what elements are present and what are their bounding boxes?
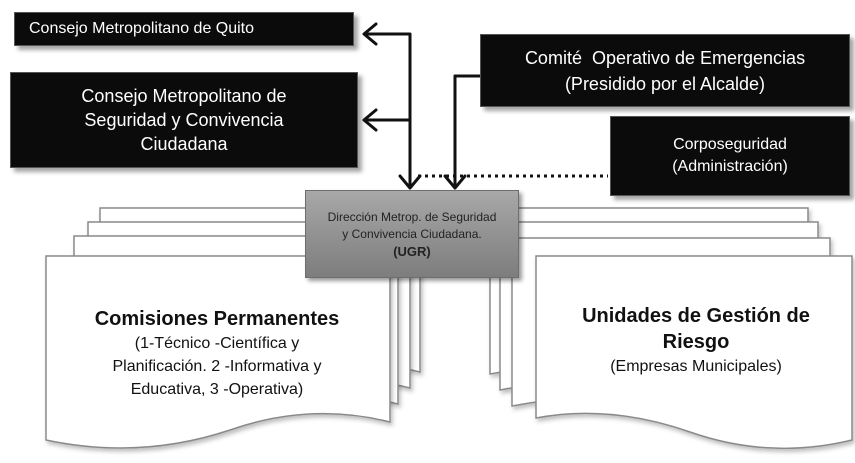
left-document-line2: Planificación. 2 -Informativa y [112,358,322,375]
right-document-title-line2: Riesgo [662,331,730,353]
right-document-title-line1: Unidades de Gestión de [582,305,810,327]
right-document-subtitle: (Empresas Municipales) [610,358,782,375]
center-line2: y Convivencia Ciudadana. [342,226,482,241]
box-corposeguridad: Corposeguridad (Administración) [610,116,850,196]
box-concejo-quito: Consejo Metropolitano de Quito [14,12,354,46]
left-document-line1: (1-Técnico -Científica y [134,335,300,352]
center-ugr-box: Dirección Metrop. de Seguridad y Convive… [305,190,519,278]
right-document-stack [489,207,853,450]
box-comite-emergencias: Comité Operativo de Emergencias (Presidi… [480,34,850,107]
box-corposeguridad-line2: (Administración) [672,158,788,175]
box-comite-line2: (Presidido por el Alcalde) [564,73,766,94]
center-line1: Dirección Metrop. de Seguridad [327,209,497,224]
box-concejo-seguridad-line1: Consejo Metropolitano de [81,86,287,106]
right-document-text: Unidades de Gestión de Riesgo (Empresas … [540,303,852,378]
left-document-line3: Educativa, 3 -Operativa) [130,381,304,398]
box-comite-line1: Comité Operativo de Emergencias [524,47,806,68]
center-line3: (UGR) [393,243,431,259]
left-document-title: Comisiones Permanentes [94,308,340,330]
left-document-text: Comisiones Permanentes (1-Técnico -Cient… [52,306,382,401]
left-document-stack [45,207,421,449]
box-concejo-seguridad-line3: Ciudadana [140,134,228,154]
box-concejo-seguridad: Consejo Metropolitano de Seguridad y Con… [10,72,358,168]
box-corposeguridad-line1: Corposeguridad [673,136,787,153]
box-concejo-quito-label: Consejo Metropolitano de Quito [29,20,255,37]
box-concejo-seguridad-line2: Seguridad y Convivencia [84,110,284,130]
